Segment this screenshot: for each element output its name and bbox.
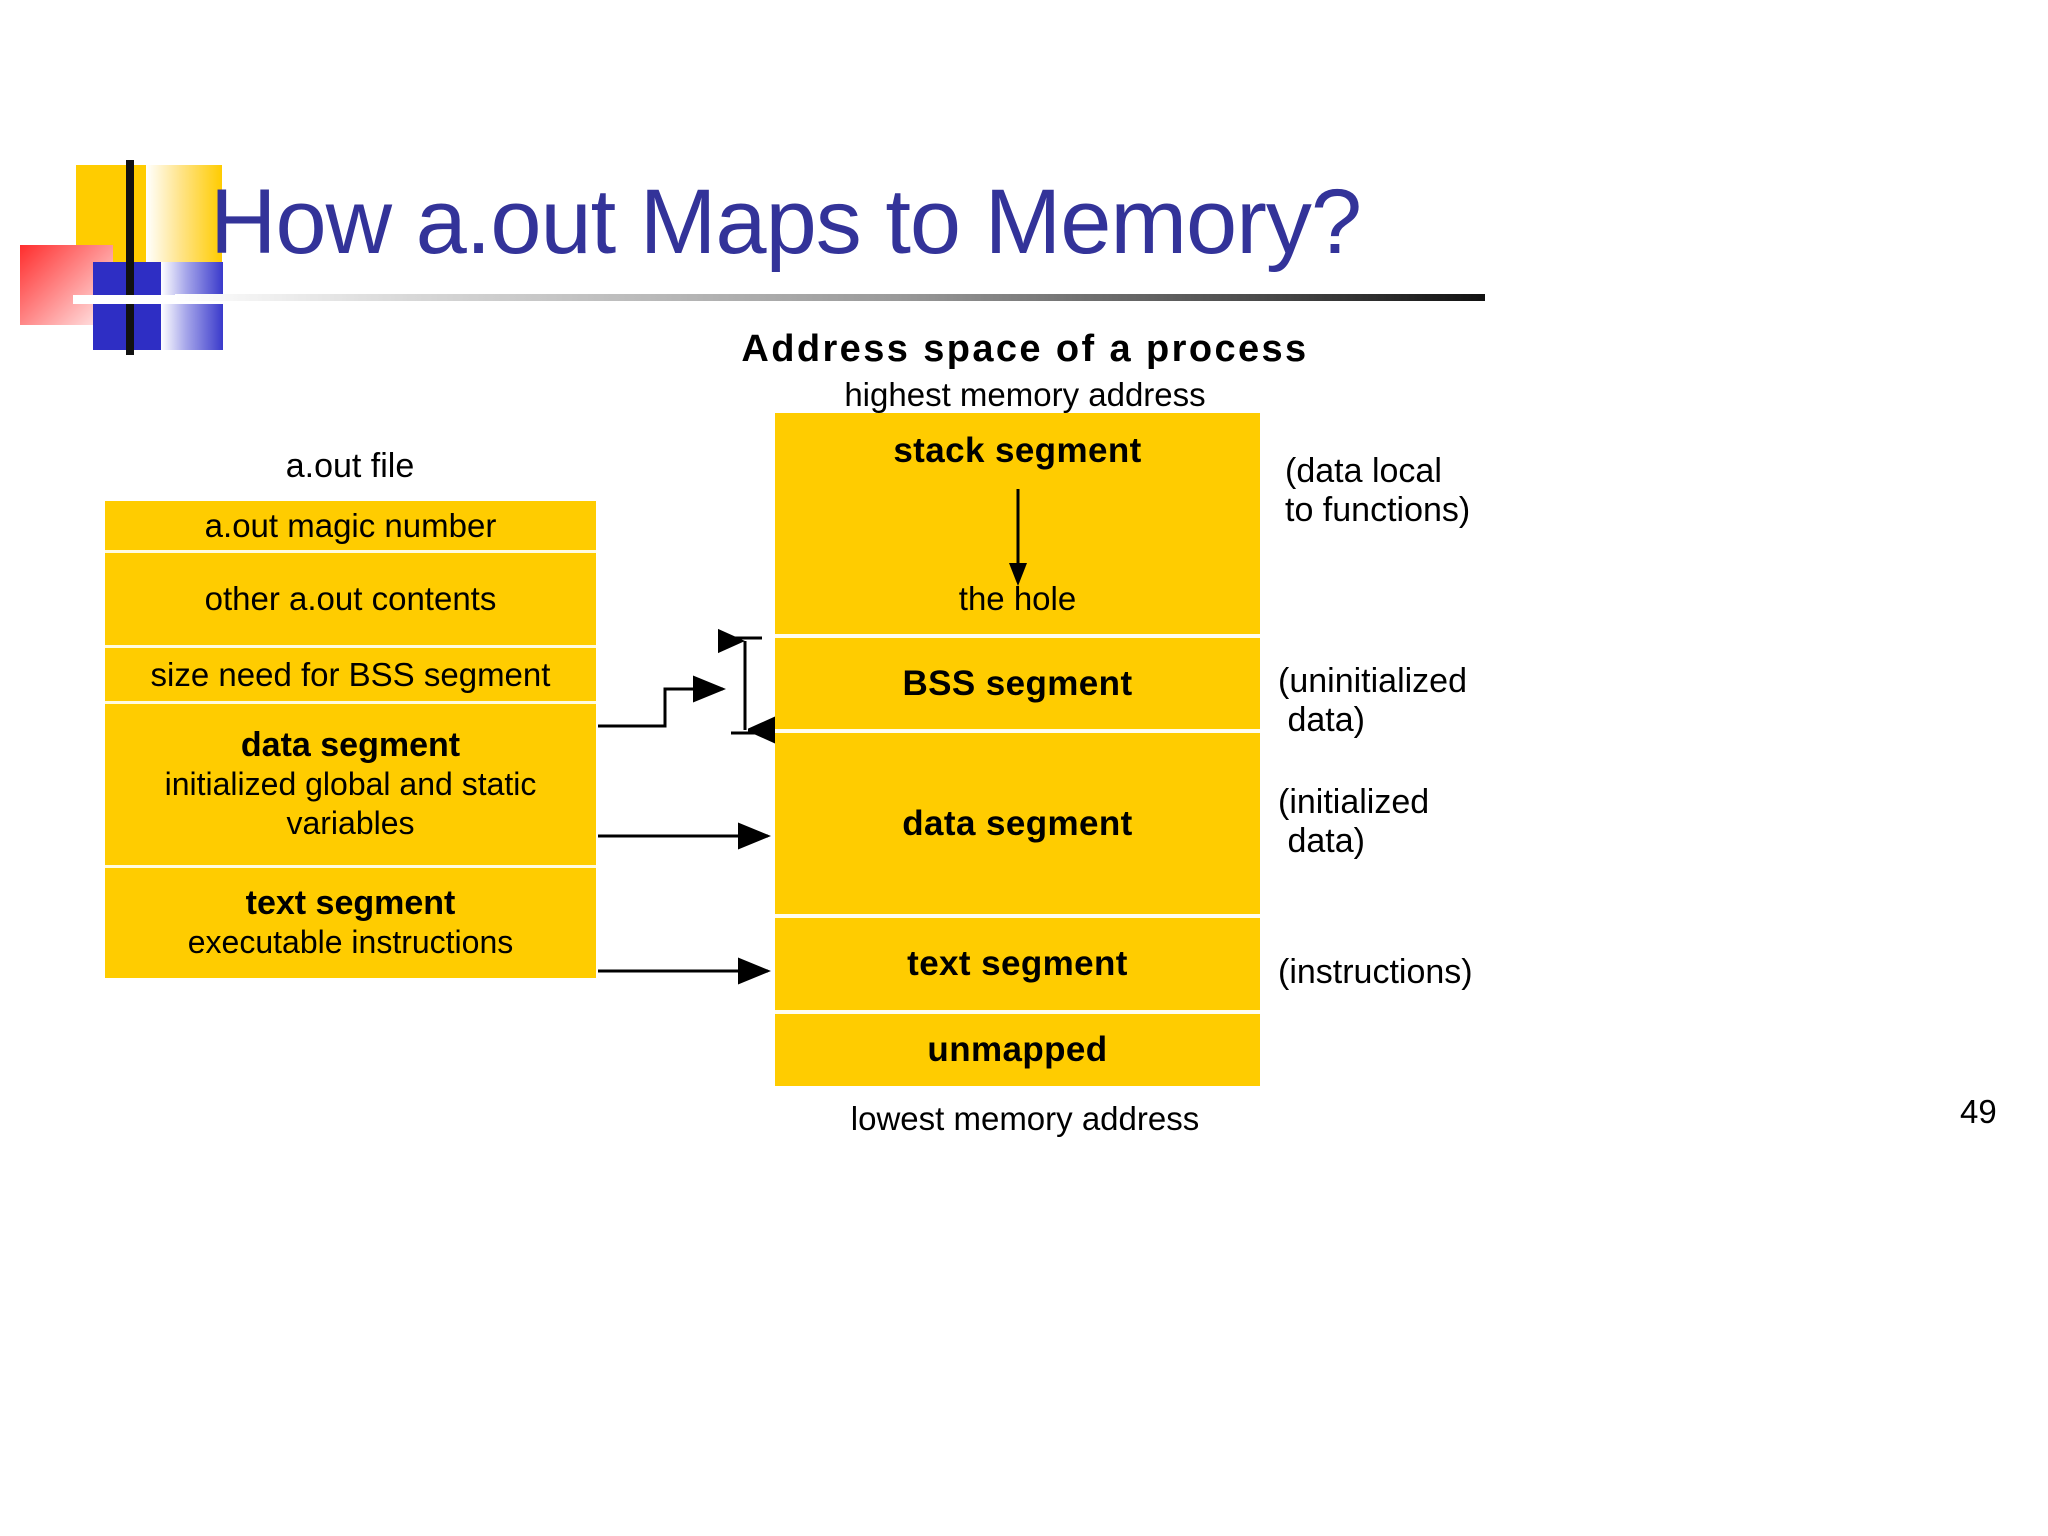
page-title: How a.out Maps to Memory? [210,171,1362,273]
aout-file-diagram: a.out magic number other a.out contents … [105,501,596,978]
memory-row-data-segment: data segment [775,733,1260,918]
annotation-text-segment: (instructions) [1278,953,1473,991]
double-headed-vertical-arrow-icon [731,638,762,733]
aout-file-caption: a.out file [285,447,415,485]
lowest-memory-address-label: lowest memory address [850,1100,1200,1137]
memory-row-bss-segment: BSS segment [775,638,1260,733]
aout-row-other-contents: other a.out contents [105,553,596,648]
aout-row-label: a.out magic number [204,506,497,544]
process-address-space-diagram: stack segment the hole BSS segment data … [775,413,1260,1086]
memory-row-label: data segment [902,803,1133,843]
memory-row-label: stack segment [893,431,1142,470]
memory-row-label: unmapped [927,1030,1108,1069]
decor-white-horizontal-line [73,295,233,304]
title-underline-rule [175,294,1485,301]
address-space-heading: Address space of a process [741,328,1309,370]
annotation-bss-segment: (uninitialized data) [1278,662,1467,740]
memory-row-label: text segment [907,944,1128,983]
annotation-data-segment: (initialized data) [1278,783,1430,861]
aout-row-label: other a.out contents [204,580,497,617]
memory-row-stack-segment: stack segment the hole [775,413,1260,638]
decor-blue-gradient-square [161,262,223,350]
aout-row-label: text segment [245,883,456,922]
decor-black-vertical-bar [126,160,134,355]
memory-row-label: BSS segment [902,663,1133,703]
aout-row-text-segment: text segment executable instructions [105,868,596,978]
aout-row-label: size need for BSS segment [150,655,551,693]
arrow-down-icon [1005,489,1031,592]
page-number: 49 [1960,1093,1997,1130]
annotation-stack-segment: (data local to functions) [1285,452,1471,530]
aout-row-sublabel: executable instructions [187,923,514,960]
highest-memory-address-label: highest memory address [844,376,1206,413]
aout-row-label: data segment [240,725,461,764]
aout-row-magic-number: a.out magic number [105,501,596,553]
aout-row-sublabel: initialized global and static variables [164,765,537,841]
memory-row-unmapped: unmapped [775,1014,1260,1086]
aout-row-bss-size: size need for BSS segment [105,648,596,704]
memory-row-text-segment: text segment [775,918,1260,1014]
the-hole-label: the hole [958,580,1077,617]
aout-row-data-segment: data segment initialized global and stat… [105,704,596,868]
elbow-arrow-right-icon [598,675,726,728]
slide-decoration [0,0,300,355]
